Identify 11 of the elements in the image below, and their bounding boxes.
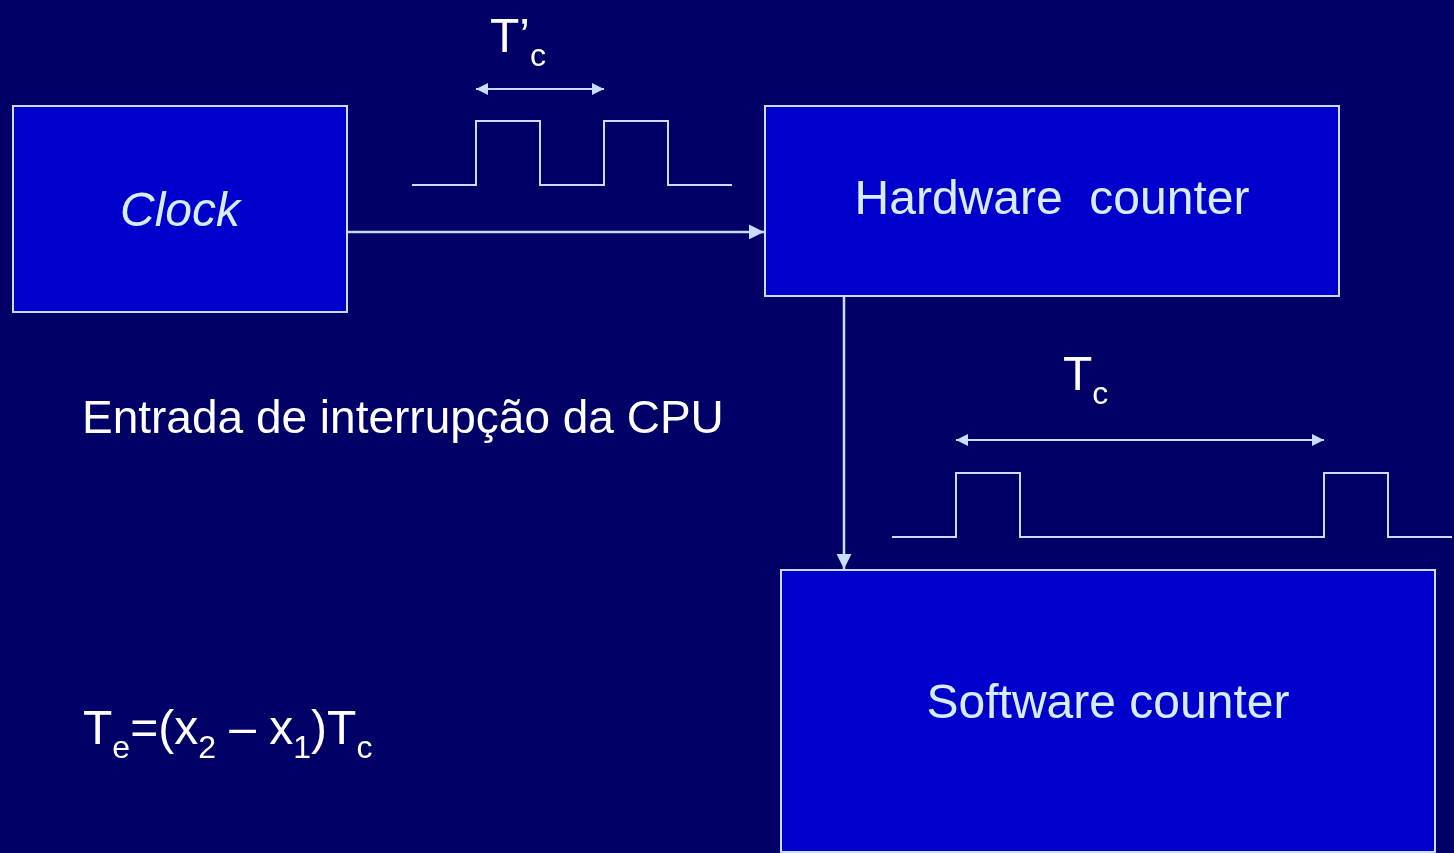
- process-box: [764, 105, 1340, 297]
- arrow: [836, 297, 852, 569]
- formula-label: T$_{e}$=(x$_{2}$ – x$_{1}$)T$_{c}$: [83, 704, 373, 763]
- arrow: [348, 224, 764, 240]
- formula-label: T$_{c}$: [1063, 350, 1109, 409]
- node-text: Software counter: [926, 673, 1290, 729]
- node-text: Clock: [120, 181, 240, 237]
- process-box: [780, 569, 1436, 853]
- formula-label: T’$_{c}$: [490, 12, 546, 71]
- process-box: [12, 105, 348, 313]
- node-text: Hardware counter: [854, 169, 1250, 225]
